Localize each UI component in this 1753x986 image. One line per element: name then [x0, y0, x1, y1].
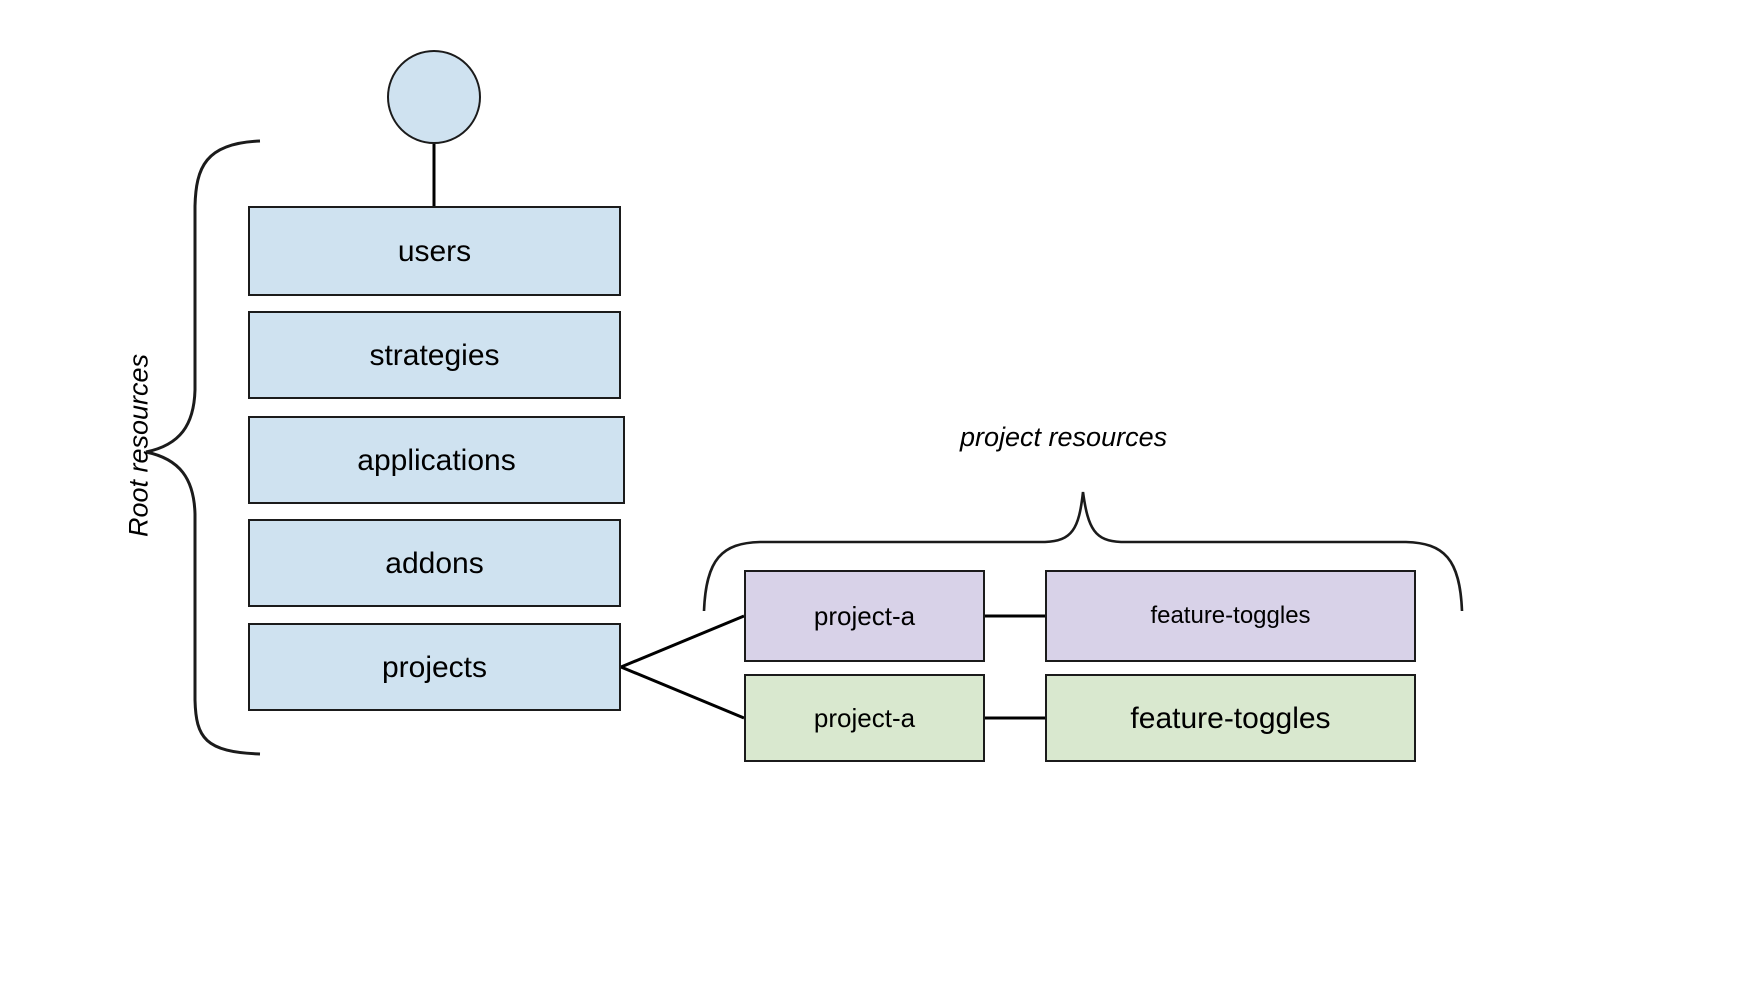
node-addons-label: addons: [385, 546, 484, 580]
connector-projects-to-project-a-green: [620, 665, 745, 720]
node-feature-toggles-green-label: feature-toggles: [1130, 701, 1331, 735]
node-project-a-green[interactable]: project-a: [744, 674, 985, 762]
node-strategies[interactable]: strategies: [248, 311, 621, 399]
node-project-a-purple-label: project-a: [813, 600, 916, 631]
node-project-a-green-label: project-a: [813, 702, 916, 733]
brace-root-resources: [145, 139, 261, 756]
node-strategies-label: strategies: [369, 338, 500, 372]
node-projects[interactable]: projects: [248, 623, 621, 711]
connector-projects-to-project-a-purple: [620, 614, 745, 669]
node-applications-label: applications: [357, 443, 516, 477]
node-feature-toggles-purple[interactable]: feature-toggles: [1045, 570, 1416, 662]
node-users[interactable]: users: [248, 206, 621, 296]
node-project-a-purple[interactable]: project-a: [744, 570, 985, 662]
node-users-label: users: [397, 234, 472, 268]
node-feature-toggles-purple-label: feature-toggles: [1150, 601, 1311, 629]
brace-project-resources: [702, 491, 1464, 612]
root-resources-group-label: Root resources: [123, 353, 154, 538]
node-applications[interactable]: applications: [248, 416, 625, 504]
project-resources-group-label: project resources: [960, 422, 1168, 452]
node-feature-toggles-green[interactable]: feature-toggles: [1045, 674, 1416, 762]
node-projects-label: projects: [381, 650, 488, 684]
root-node-circle[interactable]: [387, 50, 481, 144]
node-addons[interactable]: addons: [248, 519, 621, 607]
